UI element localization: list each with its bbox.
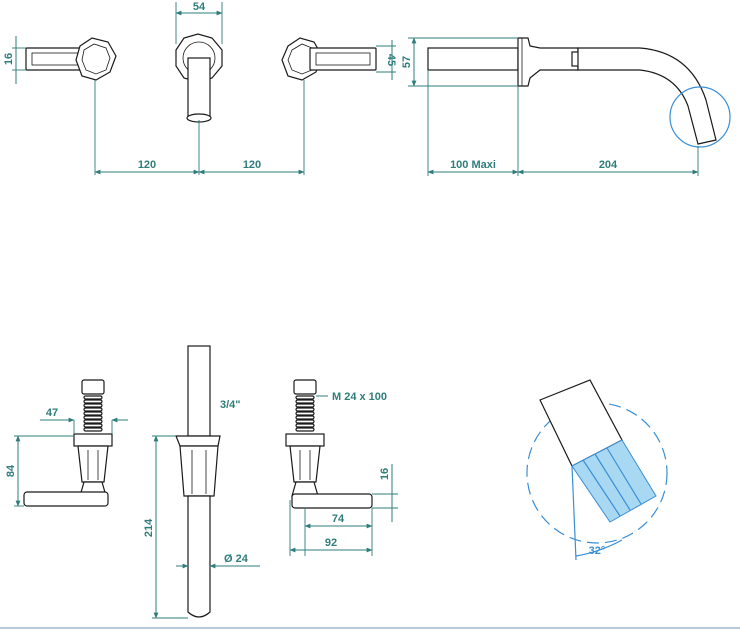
thread-ring xyxy=(83,407,103,412)
dim-right-handle-reach: 74 xyxy=(332,513,345,525)
thread-ring xyxy=(295,399,315,404)
thread-ring xyxy=(295,415,315,420)
spout-outlet-detail: 32° xyxy=(526,379,668,561)
dim-right-overall-reach: 92 xyxy=(325,537,337,549)
dim-right-handle-height: 16 xyxy=(379,468,391,480)
thread-ring xyxy=(83,419,103,424)
thread-ring xyxy=(83,395,103,400)
thread-ring xyxy=(295,427,315,432)
right-handle xyxy=(281,37,377,81)
thread-ring xyxy=(295,403,315,408)
dim-spacing-right: 120 xyxy=(243,159,261,171)
thread-rings-left xyxy=(83,395,103,432)
dim-handle-height: 16 xyxy=(3,53,15,65)
dim-spout-diameter: Ø 24 xyxy=(224,553,249,565)
thread-ring xyxy=(83,427,103,432)
dim-body-length: 100 Maxi xyxy=(450,159,496,171)
center-spout xyxy=(175,33,223,123)
left-valve-elevation: 84 47 xyxy=(5,379,128,507)
dim-spout-reach: 204 xyxy=(599,159,618,171)
left-handle xyxy=(25,37,117,81)
dim-left-valve-width: 47 xyxy=(46,407,58,419)
center-spout-elevation: 3/4" 214 Ø 24 xyxy=(143,345,260,619)
thread-ring xyxy=(83,403,103,408)
dim-spout-length: 214 xyxy=(143,518,155,537)
thread-rings-right xyxy=(295,395,315,432)
thread-ring xyxy=(295,419,315,424)
thread-ring xyxy=(295,395,315,400)
thread-ring xyxy=(83,415,103,420)
water-stream xyxy=(571,439,657,523)
dim-spout-thread: 3/4" xyxy=(220,399,241,411)
right-valve-elevation: M 24 x 100 16 74 92 xyxy=(285,379,398,556)
dim-side-height: 57 xyxy=(401,56,413,68)
side-profile-view: 57 100 Maxi 204 xyxy=(401,37,731,176)
thread-ring xyxy=(295,407,315,412)
dim-spout-collar: 54 xyxy=(193,1,206,13)
thread-ring xyxy=(83,411,103,416)
thread-ring xyxy=(295,411,315,416)
dim-right-handle: 45 xyxy=(385,54,397,66)
thread-ring xyxy=(83,399,103,404)
dim-left-valve-height: 84 xyxy=(5,464,17,477)
dim-spacing-left: 120 xyxy=(138,159,156,171)
top-plan-view: 16 54 45 120 120 xyxy=(3,1,397,175)
thread-ring xyxy=(295,423,315,428)
dim-right-thread: M 24 x 100 xyxy=(332,391,387,403)
thread-ring xyxy=(83,423,103,428)
dim-outlet-angle: 32° xyxy=(589,545,606,557)
